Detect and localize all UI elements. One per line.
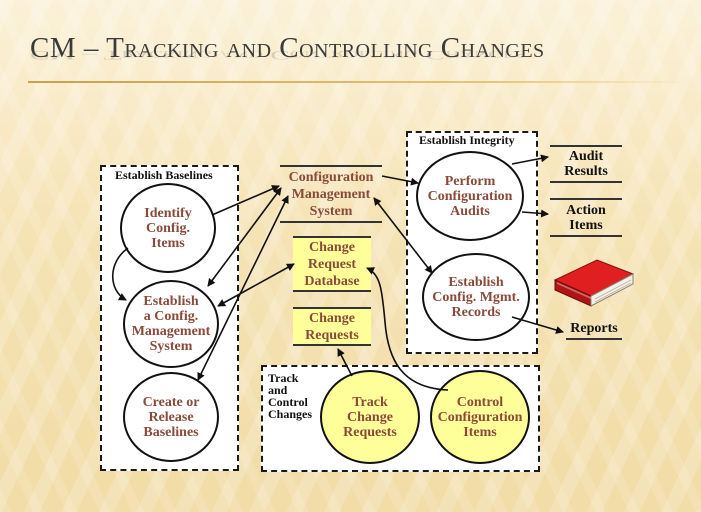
arrow-identify-to-cms <box>211 185 280 216</box>
cms-store: Configuration Management System <box>280 165 382 223</box>
action-items-output: Action Items <box>550 198 622 237</box>
establish-integrity-label: Establish Integrity <box>419 133 515 147</box>
red-book-icon <box>553 259 635 307</box>
arrow-establish-crdb <box>217 263 295 307</box>
perform-config-audits-process: Perform Configuration Audits <box>416 151 524 241</box>
arrow-cms-records <box>373 197 433 274</box>
create-release-baselines-process: Create or Release Baselines <box>123 372 219 462</box>
reports-output: Reports <box>566 318 622 340</box>
establish-cm-records-process: Establish Config. Mgmt. Records <box>422 253 530 341</box>
title-divider <box>28 81 688 83</box>
arrow-cms-audits <box>381 175 419 186</box>
arrow-audits-actions <box>521 209 549 218</box>
arrow-identify-to-establish <box>112 247 129 301</box>
arrow-records-reports <box>511 316 564 334</box>
slide-title: CM – Tracking and Controlling Changes <box>30 32 545 64</box>
establish-baselines-label: Establish Baselines <box>115 168 213 182</box>
track-change-requests-process: Track Change Requests <box>320 370 420 464</box>
arrow-track-changereq <box>337 348 353 377</box>
arrow-audits-results <box>511 154 549 165</box>
change-requests-store: Change Requests <box>293 307 371 346</box>
arrow-cms-create <box>197 195 289 381</box>
audit-results-output: Audit Results <box>550 145 622 183</box>
arrow-cms-establish <box>207 187 282 287</box>
change-request-database-store: Change Request Database <box>293 236 371 292</box>
control-config-items-process: Control Configuration Items <box>430 370 530 464</box>
arrow-control-crdb <box>366 267 449 391</box>
